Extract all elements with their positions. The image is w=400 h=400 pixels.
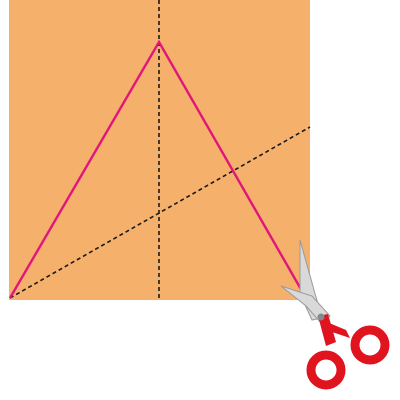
diagonal-fold-line [9,126,311,299]
scissors-handle-neck-right [322,320,350,338]
scissors-pivot [317,313,325,321]
scissors-icon [280,239,390,390]
scissors-handle-ring-right [350,325,390,365]
scissors-handle-ring-left [306,350,346,390]
triangle-cut-line [8,39,308,299]
